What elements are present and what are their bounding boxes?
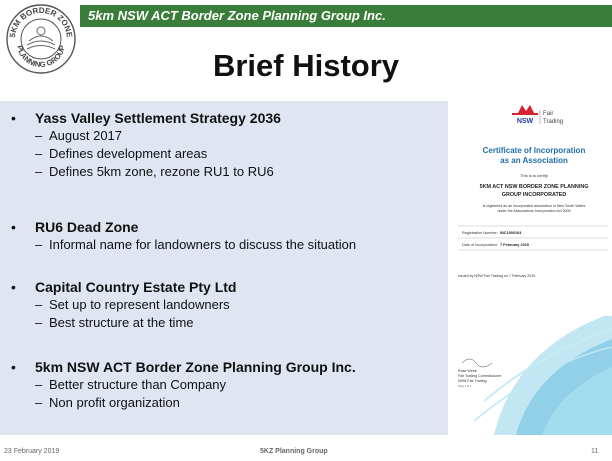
bullet-group: •Capital Country Estate Pty Ltd –Set up … [0, 279, 236, 332]
cert-heading-1: Certificate of Incorporation [483, 146, 586, 155]
org-header-title: 5km NSW ACT Border Zone Planning Group I… [88, 8, 386, 23]
bullet-label: Capital Country Estate Pty Ltd [35, 279, 237, 295]
cert-agency-line1: Fair [543, 111, 553, 117]
cert-registration-line2: under the Associations Incorporation Act… [497, 209, 570, 213]
cert-signatory-agency: NSW Fair Trading [458, 379, 487, 383]
cert-reg-number: INC1900164 [500, 231, 522, 235]
footer-page-number: 11 [591, 448, 599, 455]
bullet-main: •5km NSW ACT Border Zone Planning Group … [11, 359, 356, 375]
bullet-label: RU6 Dead Zone [35, 219, 139, 235]
bullet-sub: –Best structure at the time [35, 315, 194, 330]
cert-signatory-name: Rose Webb [458, 369, 477, 373]
bullet-group: •RU6 Dead Zone –Informal name for landow… [0, 219, 356, 254]
cert-issued-text: Issued by NSW Fair Trading on 7 February… [458, 274, 535, 278]
cert-agency-word: NSW [517, 118, 534, 125]
footer-organization: 5KZ Planning Group [260, 448, 328, 455]
cert-reg-number-label: Registration Number: [462, 231, 498, 235]
bullet-main: •RU6 Dead Zone [11, 219, 139, 235]
slide-title: Brief History [212, 48, 400, 83]
cert-signature [461, 358, 493, 368]
bullet-main: •Capital Country Estate Pty Ltd [11, 279, 237, 295]
bullet-sub: –Defines development areas [35, 146, 208, 161]
bullet-main: •Yass Valley Settlement Strategy 2036 [11, 110, 281, 126]
cert-org-line2: GROUP INCORPORATED [502, 192, 567, 198]
cert-registration-line1: is registered as an incorporated associa… [483, 204, 586, 208]
bullet-group: •Yass Valley Settlement Strategy 2036 –A… [0, 110, 281, 181]
cert-page-note: Page 1 of 1 [458, 384, 472, 388]
cert-date-value: 7 February 2019 [500, 243, 529, 247]
content-panel: •Yass Valley Settlement Strategy 2036 –A… [0, 101, 448, 435]
bullet-sub: –Informal name for landowners to discuss… [35, 237, 357, 252]
bullet-sub: –Better structure than Company [35, 377, 227, 392]
cert-org-line1: 5KM ACT NSW BORDER ZONE PLANNING [480, 184, 589, 190]
footer-date: 23 February 2019 [4, 448, 60, 455]
bullet-label: 5km NSW ACT Border Zone Planning Group I… [35, 359, 356, 375]
bullet-sub: –Set up to represent landowners [35, 297, 230, 312]
cert-signatory-title: Fair Trading Commissioner [458, 374, 502, 378]
bullet-label: Yass Valley Settlement Strategy 2036 [35, 110, 281, 126]
organization-logo: 5KM BORDER ZONE PLANNING GROUP [6, 4, 76, 74]
cert-heading-2: as an Association [500, 156, 568, 165]
bullet-sub: –Non profit organization [35, 395, 180, 410]
cert-certify-text: This is to certify [520, 173, 548, 178]
header-bar: 5km NSW ACT Border Zone Planning Group I… [80, 5, 612, 27]
cert-wave-graphic [473, 316, 612, 435]
nsw-waratah-icon [512, 105, 538, 115]
bullet-sub: –August 2017 [35, 128, 123, 143]
bullet-sub: –Defines 5km zone, rezone RU1 to RU6 [35, 164, 274, 179]
bullet-group: •5km NSW ACT Border Zone Planning Group … [0, 359, 356, 412]
cert-date-label: Date of incorporation: [462, 243, 498, 247]
cert-agency-line2: Trading [543, 119, 563, 125]
incorporation-certificate-image: NSW Fair Trading Certificate of Incorpor… [454, 101, 612, 435]
